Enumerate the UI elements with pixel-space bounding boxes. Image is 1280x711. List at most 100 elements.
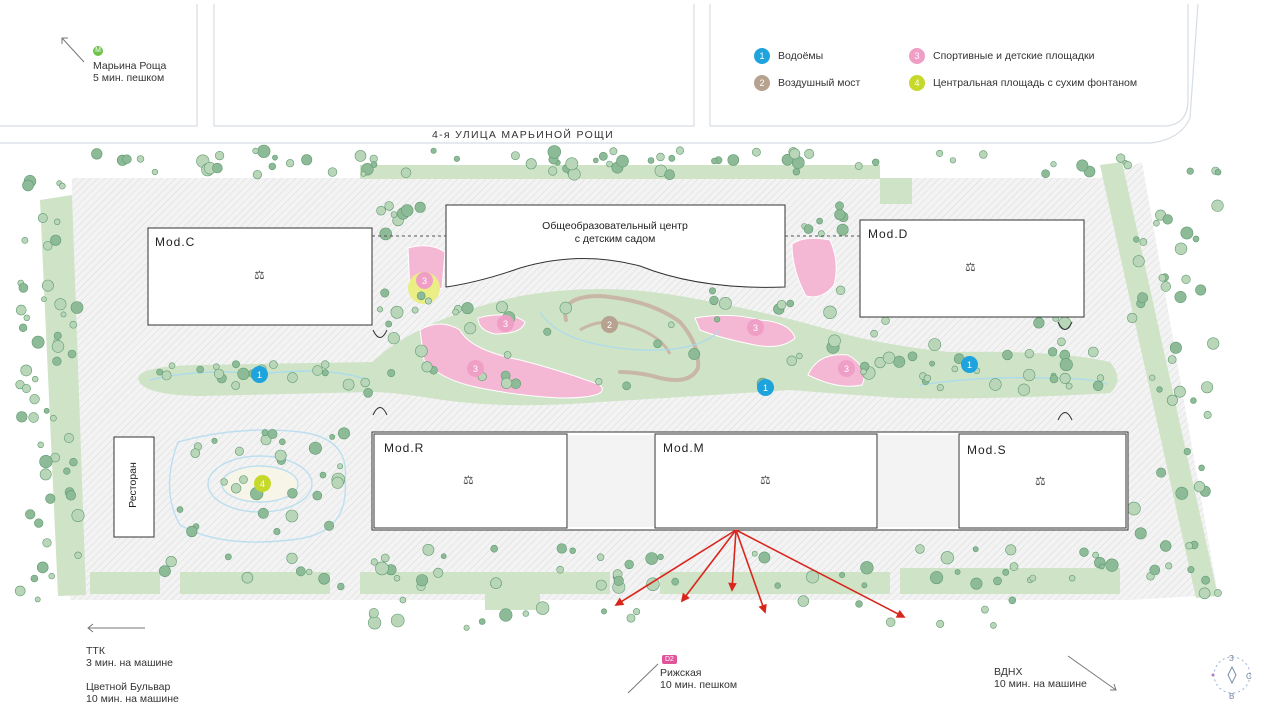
street-blocks bbox=[0, 3, 1199, 144]
tree-icon bbox=[1047, 347, 1058, 357]
ttk-name: ТТК bbox=[86, 645, 105, 657]
tree-icon bbox=[65, 490, 76, 501]
tree-icon bbox=[286, 552, 298, 564]
tree-icon bbox=[624, 559, 634, 570]
red-arrows bbox=[614, 529, 906, 618]
building-restaurant bbox=[113, 436, 155, 538]
tree-icon bbox=[122, 154, 132, 164]
tree-icon bbox=[261, 429, 269, 437]
tree-icon bbox=[41, 296, 47, 303]
tree-icon bbox=[45, 493, 56, 504]
tree-icon bbox=[274, 449, 287, 462]
tree-icon bbox=[565, 157, 579, 171]
tree-icon bbox=[478, 618, 486, 625]
tree-icon bbox=[664, 169, 675, 180]
tree-icon bbox=[213, 368, 225, 379]
tree-icon bbox=[252, 147, 259, 154]
tree-icon bbox=[30, 574, 39, 583]
tree-icon bbox=[951, 365, 959, 373]
tree-icon bbox=[368, 616, 382, 630]
direction-arrow bbox=[681, 529, 737, 602]
tree-icon bbox=[1068, 574, 1076, 582]
tree-icon bbox=[1123, 161, 1132, 170]
tree-icon bbox=[301, 154, 313, 166]
tree-icon bbox=[854, 162, 863, 170]
legend-label: Центральная площадь с сухим фонтаном bbox=[933, 77, 1138, 89]
tree-icon bbox=[215, 151, 225, 161]
tree-icon bbox=[67, 349, 77, 359]
tree-icon bbox=[668, 154, 676, 162]
tree-icon bbox=[376, 205, 386, 216]
tree-icon bbox=[387, 332, 400, 345]
tree-icon bbox=[786, 355, 797, 366]
compass bbox=[1211, 656, 1251, 694]
crane-icon: ⚖ bbox=[965, 260, 976, 274]
tree-icon bbox=[510, 378, 521, 389]
tree-icon bbox=[490, 577, 502, 590]
tree-icon bbox=[43, 407, 50, 414]
tree-icon bbox=[667, 321, 675, 329]
tree-icon bbox=[1008, 596, 1017, 605]
tree-icon bbox=[1166, 394, 1178, 406]
tree-icon bbox=[69, 458, 78, 467]
tree-icon bbox=[380, 553, 390, 563]
tree-icon bbox=[268, 162, 276, 171]
tree-icon bbox=[43, 241, 53, 251]
tree-icon bbox=[91, 148, 103, 160]
legend-label: Воздушный мост bbox=[778, 77, 861, 89]
tree-icon bbox=[257, 507, 269, 519]
tree-icon bbox=[522, 610, 529, 617]
tree-icon bbox=[547, 145, 561, 159]
boulevard-name: Цветной Бульвар bbox=[86, 681, 171, 693]
tree-icon bbox=[616, 154, 629, 168]
tree-icon bbox=[375, 561, 389, 576]
tree-icon bbox=[796, 352, 803, 360]
tree-icon bbox=[42, 279, 54, 292]
tree-icon bbox=[535, 601, 550, 615]
tree-icon bbox=[709, 295, 719, 306]
tree-icon bbox=[31, 375, 39, 383]
tree-icon bbox=[232, 360, 240, 369]
tree-icon bbox=[501, 377, 513, 389]
tree-icon bbox=[37, 441, 44, 448]
tree-icon bbox=[881, 316, 890, 325]
tree-icon bbox=[272, 154, 278, 161]
tree-icon bbox=[1092, 380, 1104, 391]
tree-icon bbox=[18, 323, 28, 332]
tree-icon bbox=[1190, 397, 1197, 404]
arrow-head bbox=[680, 592, 690, 603]
building-mod-c bbox=[147, 227, 373, 326]
marker-bridge: 2 bbox=[601, 316, 618, 333]
tree-icon bbox=[363, 387, 373, 398]
arrow-head bbox=[728, 582, 737, 592]
tree-icon bbox=[18, 282, 29, 293]
tree-icon bbox=[308, 441, 322, 455]
row-greenery bbox=[568, 435, 958, 527]
tree-icon bbox=[285, 509, 299, 523]
marker-sport: 3 bbox=[838, 360, 855, 377]
tree-icon bbox=[861, 582, 868, 589]
tree-icon bbox=[211, 437, 218, 444]
tree-icon bbox=[151, 168, 158, 176]
tree-icon bbox=[490, 544, 499, 553]
rizhskaya-name: Рижская bbox=[660, 667, 702, 679]
tree-icon bbox=[257, 144, 271, 158]
tree-icon bbox=[1195, 284, 1207, 296]
tree-icon bbox=[1174, 242, 1188, 256]
tree-icon bbox=[1203, 410, 1212, 419]
tree-icon bbox=[1169, 341, 1182, 354]
tree-icon bbox=[51, 340, 65, 353]
tree-icon bbox=[21, 383, 31, 393]
tree-icon bbox=[871, 158, 880, 167]
tree-icon bbox=[368, 608, 379, 619]
tree-icon bbox=[379, 227, 393, 241]
direction-arrow bbox=[731, 529, 737, 591]
tree-icon bbox=[370, 558, 378, 566]
tree-icon bbox=[1096, 374, 1105, 382]
tree-icon bbox=[156, 368, 164, 376]
vdnh-time: 10 мин. на машине bbox=[994, 678, 1087, 690]
air-bridge-inner bbox=[579, 320, 672, 355]
marker-sport: 3 bbox=[416, 272, 433, 289]
tree-icon bbox=[596, 553, 605, 561]
building-mod-r bbox=[373, 433, 568, 529]
